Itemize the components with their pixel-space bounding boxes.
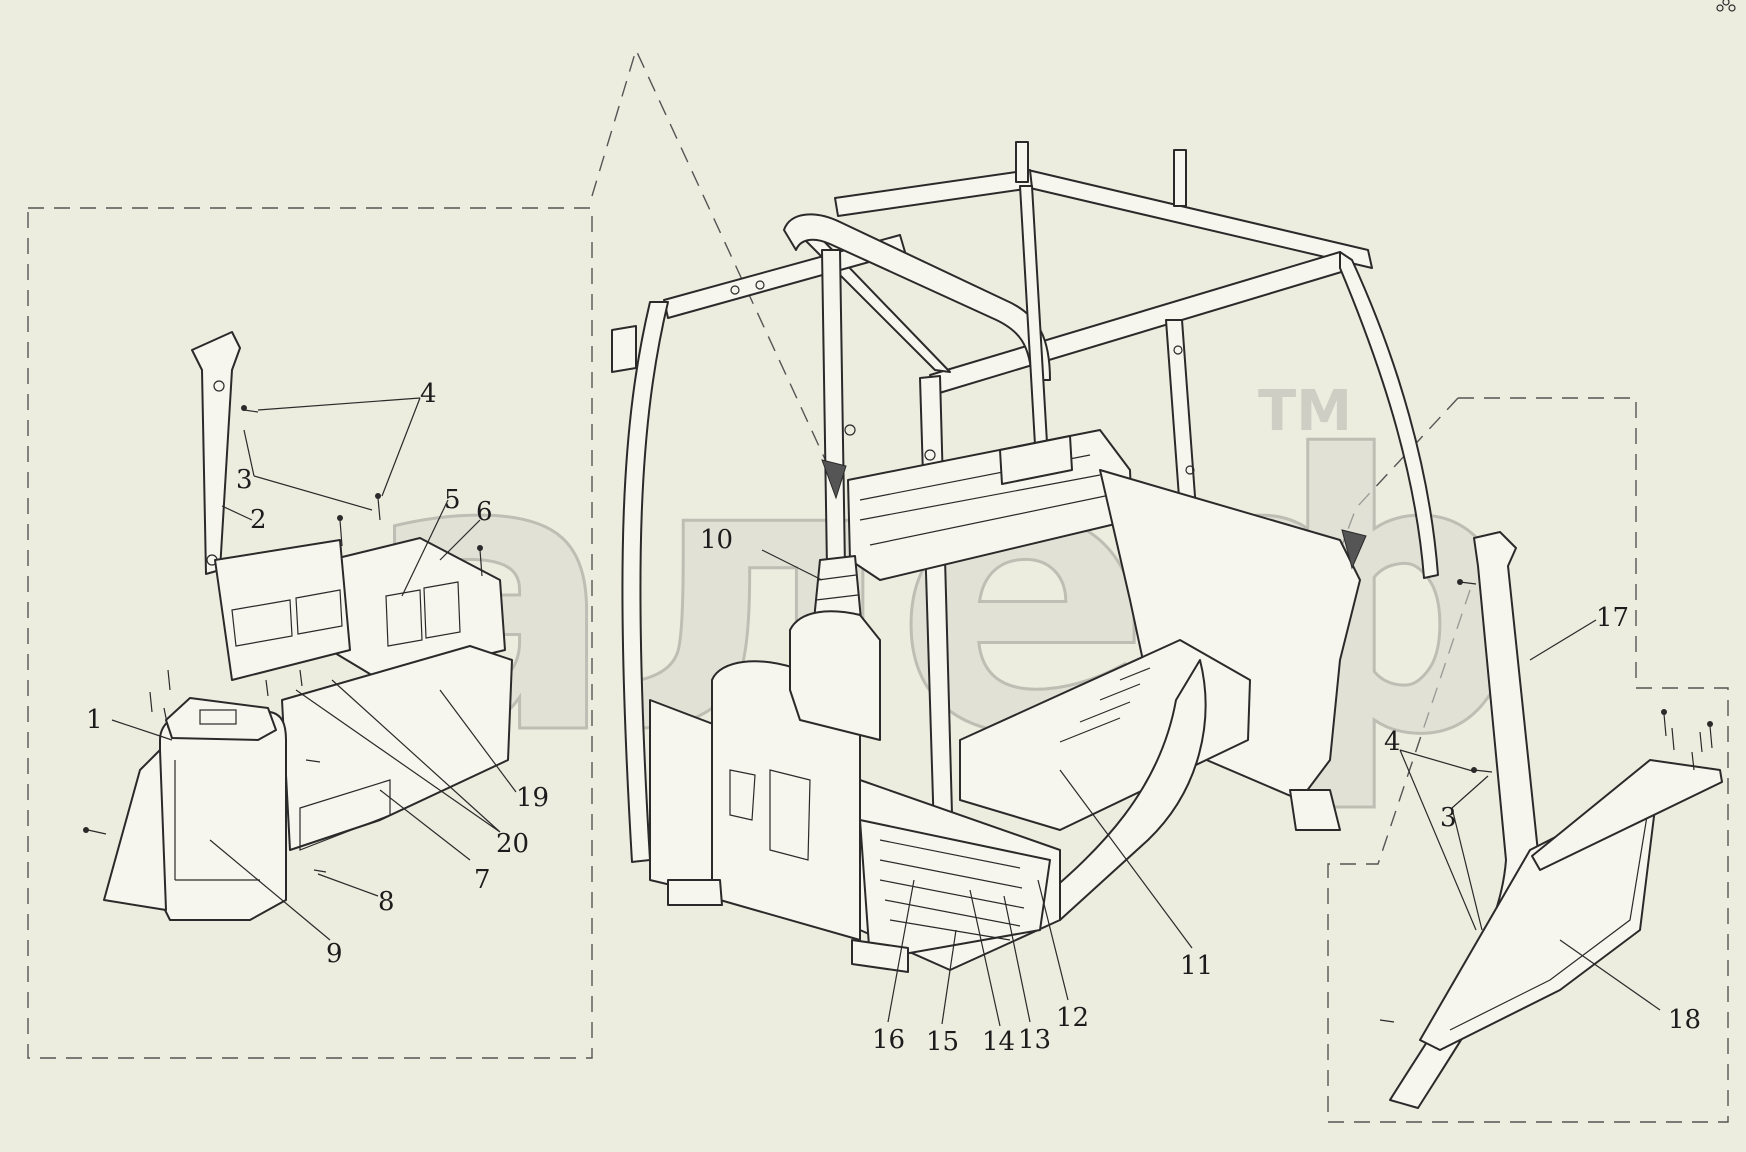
rear-instrument-box	[999, 435, 1073, 485]
callout-4-right: 4	[1384, 727, 1401, 757]
right-group-frame	[1327, 397, 1729, 1123]
front-mount-right	[851, 939, 909, 973]
front-step-plate	[859, 819, 1051, 961]
right-panel-group	[1379, 531, 1723, 1109]
left-console-group	[83, 331, 513, 921]
callout-4: 4	[420, 379, 437, 409]
lower-side-panel	[281, 645, 513, 851]
screws-left-group	[83, 405, 483, 873]
roof-front-beam	[929, 251, 1349, 395]
callout-7: 7	[474, 865, 491, 895]
insert-arrow-left	[821, 459, 847, 500]
leader-lines	[111, 397, 1661, 1027]
floor-slots	[1059, 667, 1151, 743]
roof-left-beam	[834, 169, 1033, 217]
callout-18: 18	[1668, 1005, 1701, 1035]
roof-rear-beam	[1027, 169, 1373, 269]
callout-6: 6	[476, 497, 493, 527]
roll-bar-hoop	[783, 213, 1051, 381]
callout-13: 13	[1018, 1025, 1051, 1055]
callout-5: 5	[444, 485, 461, 515]
callout-1: 1	[86, 705, 103, 735]
callout-20: 20	[496, 829, 529, 859]
mirror-bracket-left	[611, 325, 637, 373]
insert-arrow-right	[1341, 529, 1367, 570]
callout-2: 2	[250, 505, 267, 535]
frame-holes	[730, 280, 1195, 475]
callout-14: 14	[982, 1027, 1015, 1057]
callout-19: 19	[516, 783, 549, 813]
watermark-tm: TM	[1258, 379, 1352, 444]
front-left-door-panel	[711, 660, 861, 941]
cab-floor	[959, 639, 1251, 831]
step-slots	[879, 839, 1025, 941]
callout-10: 10	[700, 525, 733, 555]
front-left-console	[789, 610, 881, 741]
console-top	[165, 697, 277, 741]
pillar-cover-left	[191, 331, 241, 575]
corner-logo-icon	[1716, 0, 1736, 12]
screws-right-group	[1379, 579, 1713, 1023]
callout-12: 12	[1056, 1003, 1089, 1033]
rear-mount	[1289, 789, 1341, 831]
callout-labels: 1 2 3 4 5 6 7 8 9 10 11 12 13 14 15 16 1…	[86, 379, 1701, 1057]
left-group-frame	[27, 207, 593, 1059]
front-mount-left	[667, 879, 723, 906]
console-side-strip	[103, 749, 167, 911]
front-console-body	[159, 709, 287, 921]
callout-9: 9	[326, 939, 343, 969]
display-window	[199, 709, 237, 725]
callout-3: 3	[236, 465, 253, 495]
dashed-frames	[27, 48, 1729, 1123]
callout-8: 8	[378, 887, 395, 917]
right-top-flange	[1531, 759, 1723, 871]
rear-post-top	[1015, 141, 1029, 183]
rear-right-post	[1339, 251, 1439, 579]
callout-17: 17	[1596, 603, 1629, 633]
instrument-plate	[214, 539, 351, 681]
exhaust-stack	[1173, 149, 1187, 207]
callout-11: 11	[1180, 951, 1213, 981]
callout-16: 16	[872, 1025, 905, 1055]
cab-body	[649, 429, 1367, 973]
callout-15: 15	[926, 1027, 959, 1057]
callout-3-right: 3	[1440, 803, 1457, 833]
right-projection-line	[1337, 397, 1459, 557]
